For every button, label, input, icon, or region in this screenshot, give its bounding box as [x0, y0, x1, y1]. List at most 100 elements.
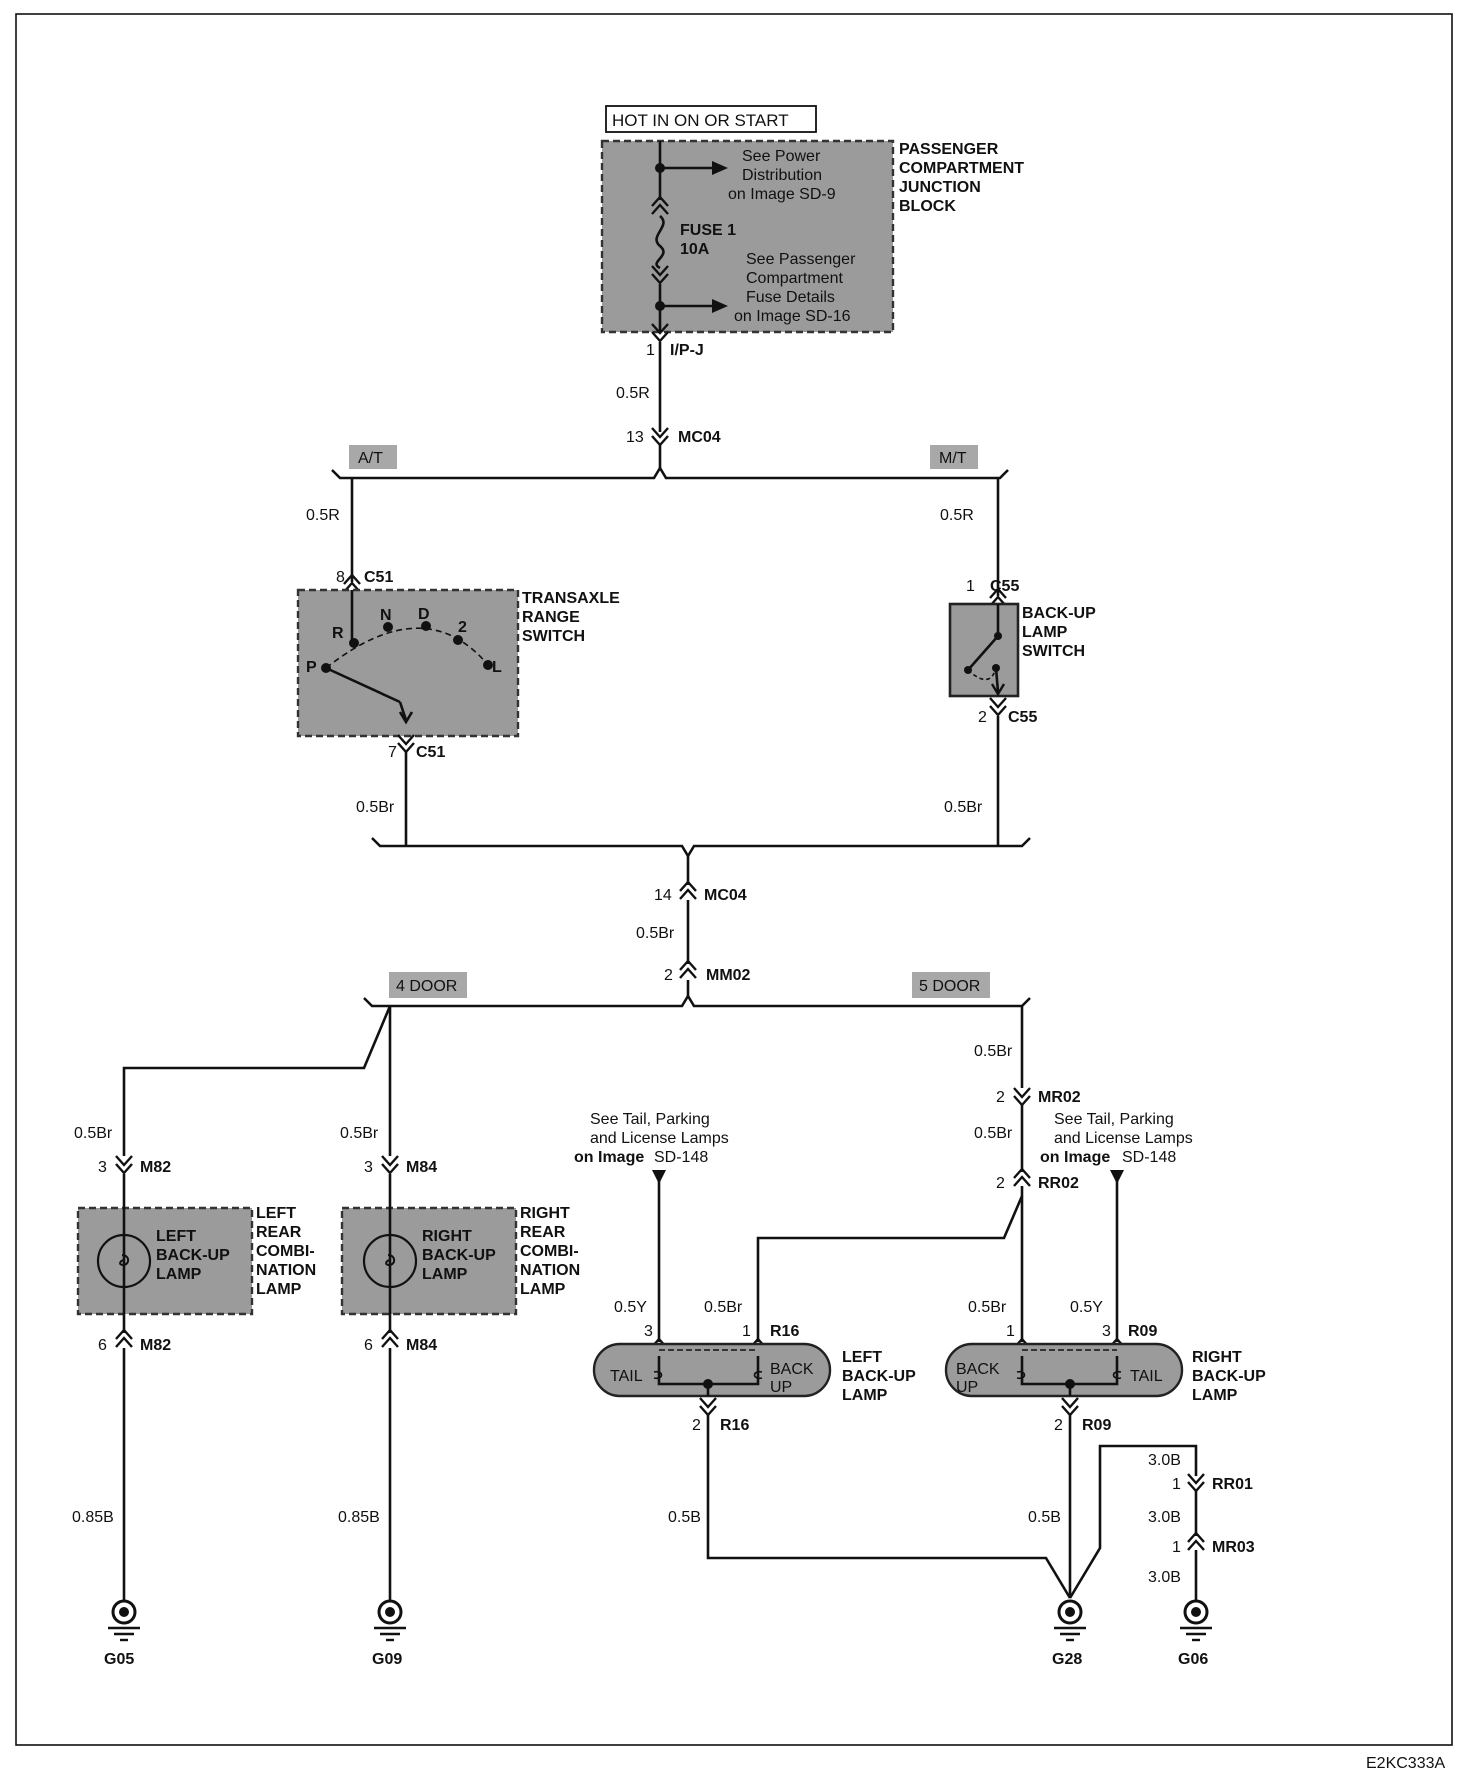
ground-g05: G05	[104, 1651, 134, 1668]
svg-text:LAMP: LAMP	[422, 1266, 468, 1283]
svg-text:on Image: on Image	[1040, 1149, 1110, 1166]
right-backup-lamp-inner: RIGHT BACK-UP LAMP	[422, 1228, 496, 1283]
c51-top-name: C51	[364, 569, 393, 586]
svg-text:RIGHT: RIGHT	[422, 1228, 472, 1245]
mr02-name: MR02	[1038, 1089, 1081, 1106]
svg-text:Distribution: Distribution	[742, 167, 822, 184]
figure-id: E2KC333A	[1366, 1755, 1445, 1772]
power-distribution-reference: See Power Distribution on Image SD-9	[728, 148, 836, 203]
r09-top-pins: 1 3 R09	[1006, 1323, 1157, 1340]
svg-text:SWITCH: SWITCH	[1022, 643, 1085, 660]
svg-text:LEFT: LEFT	[156, 1228, 196, 1245]
svg-text:See Passenger: See Passenger	[746, 251, 856, 268]
junction-block-box	[600, 139, 895, 334]
rr01-pin: 1	[1172, 1476, 1181, 1493]
svg-text:R: R	[332, 625, 344, 642]
svg-text:See Tail, Parking: See Tail, Parking	[590, 1111, 710, 1128]
svg-text:BACK: BACK	[770, 1361, 814, 1378]
svg-text:3: 3	[644, 1323, 653, 1340]
left-backup-lamp-name: LEFT BACK-UP LAMP	[842, 1349, 916, 1404]
svg-text:NATION: NATION	[520, 1262, 580, 1279]
left-backup-lamp-back-up: BACK UP	[770, 1361, 814, 1396]
left-rear-combination-lamp-box	[76, 1206, 254, 1316]
wire-left-lamp-in: 0.5Br	[74, 1125, 113, 1142]
svg-text:5 DOOR: 5 DOOR	[919, 978, 980, 995]
svg-text:L: L	[492, 659, 502, 676]
svg-text:LAMP: LAMP	[1192, 1387, 1238, 1404]
c55-top-pin: 1	[966, 578, 975, 595]
m82-bottom-pin: 6	[98, 1337, 107, 1354]
wire-g06-mid: 3.0B	[1148, 1509, 1181, 1526]
m84-bottom-pin: 6	[364, 1337, 373, 1354]
r09-bottom-name: R09	[1082, 1417, 1111, 1434]
right-backup-lamp-name: RIGHT BACK-UP LAMP	[1192, 1349, 1266, 1404]
svg-text:on Image SD-9: on Image SD-9	[728, 186, 836, 203]
c55-bottom-pin: 2	[978, 709, 987, 726]
right-rear-combination-lamp-name: RIGHT REAR COMBI- NATION LAMP	[520, 1205, 580, 1298]
mc04-top-pin: 13	[626, 429, 644, 446]
wire-door5-feed: 0.5Br	[974, 1043, 1013, 1060]
wire-right-lamp-in: 0.5Br	[340, 1125, 379, 1142]
svg-text:PASSENGER: PASSENGER	[899, 141, 999, 158]
ground-g28: G28	[1052, 1651, 1082, 1668]
backup-lamp-switch-name: BACK-UP LAMP SWITCH	[1022, 605, 1096, 660]
svg-text:BACK-UP: BACK-UP	[422, 1247, 496, 1264]
c51-bottom-name: C51	[416, 744, 445, 761]
svg-text:2: 2	[458, 619, 467, 636]
svg-text:LAMP: LAMP	[256, 1281, 302, 1298]
fuse-1-symbol	[655, 215, 665, 270]
svg-text:LAMP: LAMP	[156, 1266, 202, 1283]
svg-text:See Tail, Parking: See Tail, Parking	[1054, 1111, 1174, 1128]
svg-text:LEFT: LEFT	[842, 1349, 882, 1366]
junction-block-name: PASSENGER COMPARTMENT JUNCTION BLOCK	[899, 141, 1024, 215]
svg-text:RIGHT: RIGHT	[520, 1205, 570, 1222]
m82-bottom-name: M82	[140, 1337, 171, 1354]
fuse-1-label: FUSE 1 10A	[680, 222, 736, 258]
fuse-details-reference: See Passenger Compartment Fuse Details o…	[734, 251, 856, 325]
svg-text:3: 3	[1102, 1323, 1111, 1340]
svg-text:D: D	[418, 606, 430, 623]
svg-text:LAMP: LAMP	[1022, 624, 1068, 641]
option-tag-at: A/T	[349, 445, 397, 469]
wire-main-feed: 0.5R	[616, 385, 650, 402]
svg-text:1: 1	[1006, 1323, 1015, 1340]
svg-text:LAMP: LAMP	[520, 1281, 566, 1298]
svg-text:SD-148: SD-148	[1122, 1149, 1176, 1166]
r09-bottom-pin: 2	[1054, 1417, 1063, 1434]
svg-text:and License Lamps: and License Lamps	[1054, 1130, 1193, 1147]
page-frame	[15, 13, 1453, 1746]
wire-lbu-ground: 0.5B	[668, 1509, 701, 1526]
svg-text:1: 1	[742, 1323, 751, 1340]
svg-text:REAR: REAR	[256, 1224, 302, 1241]
m82-top-name: M82	[140, 1159, 171, 1176]
svg-text:RANGE: RANGE	[522, 609, 580, 626]
left-backup-lamp-tail: TAIL	[610, 1368, 643, 1385]
mm02-pin: 2	[664, 967, 673, 984]
left-backup-lamp-body	[592, 1342, 832, 1398]
svg-text:REAR: REAR	[520, 1224, 566, 1241]
mr03-name: MR03	[1212, 1539, 1255, 1556]
svg-text:BACK: BACK	[956, 1361, 1000, 1378]
svg-text:BACK-UP: BACK-UP	[156, 1247, 230, 1264]
mc04-top-name: MC04	[678, 429, 721, 446]
left-rear-combination-lamp-name: LEFT REAR COMBI- NATION LAMP	[256, 1205, 316, 1298]
svg-text:R16: R16	[770, 1323, 799, 1340]
svg-text:and License Lamps: and License Lamps	[590, 1130, 729, 1147]
ipj-connector: I/P-J	[670, 342, 704, 359]
rr02-pin: 2	[996, 1175, 1005, 1192]
transaxle-range-switch-box	[296, 588, 520, 738]
right-backup-lamp-body	[944, 1342, 1184, 1398]
mc04-bottom-pin: 14	[654, 887, 672, 904]
wire-g06-top: 3.0B	[1148, 1452, 1181, 1469]
svg-text:LAMP: LAMP	[842, 1387, 888, 1404]
wire-trunk: 0.5Br	[636, 925, 675, 942]
svg-text:4 DOOR: 4 DOOR	[396, 978, 457, 995]
c51-bottom-pin: 7	[388, 744, 397, 761]
svg-text:M/T: M/T	[939, 450, 967, 467]
left-tail-reference: See Tail, Parking and License Lamps on I…	[574, 1111, 729, 1166]
c55-bottom-name: C55	[1008, 709, 1037, 726]
transaxle-range-switch-name: TRANSAXLE RANGE SWITCH	[522, 590, 620, 645]
mr03-pin: 1	[1172, 1539, 1181, 1556]
svg-text:See Power: See Power	[742, 148, 821, 165]
